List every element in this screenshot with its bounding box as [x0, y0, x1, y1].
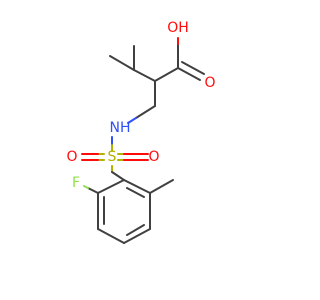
sulfonyl-oxygen-left-label: O	[66, 149, 77, 165]
bond-s-ring-dark	[111, 171, 125, 181]
bond-ring-methyl	[149, 179, 174, 194]
bond-ring-f-dark	[87, 187, 99, 194]
sulfonyl-oxygen-right-label: O	[148, 149, 159, 165]
bond-c-o-double-a	[177, 67, 201, 81]
ring-inner-2	[126, 224, 145, 236]
amine-nh-label: NH	[110, 120, 131, 136]
bond-c-o-double-b	[181, 61, 205, 75]
ring-bond-1	[123, 179, 151, 194]
ring-bond-4	[97, 228, 125, 244]
bond-ring-f-green	[83, 185, 89, 189]
molecule-canvas: OH O NH S O O F	[66, 20, 216, 244]
bond-ch2-n-blue	[127, 117, 137, 124]
fluorine-label: F	[72, 175, 80, 191]
ring-inner-1	[126, 187, 145, 198]
structure-drawing: OH O NH S O O F	[66, 20, 216, 244]
ring-bond-3	[123, 228, 151, 244]
bond-isopropyl-ch	[133, 69, 156, 82]
hydroxyl-label: OH	[167, 20, 189, 36]
carbonyl-oxygen-label: O	[204, 75, 215, 91]
bond-methyl-a	[109, 55, 135, 71]
bond-ch-carbonyl	[154, 67, 179, 82]
ring-bond-6	[97, 179, 125, 194]
bond-ch2-n-dark	[135, 105, 156, 119]
sulfur-label: S	[108, 149, 117, 165]
